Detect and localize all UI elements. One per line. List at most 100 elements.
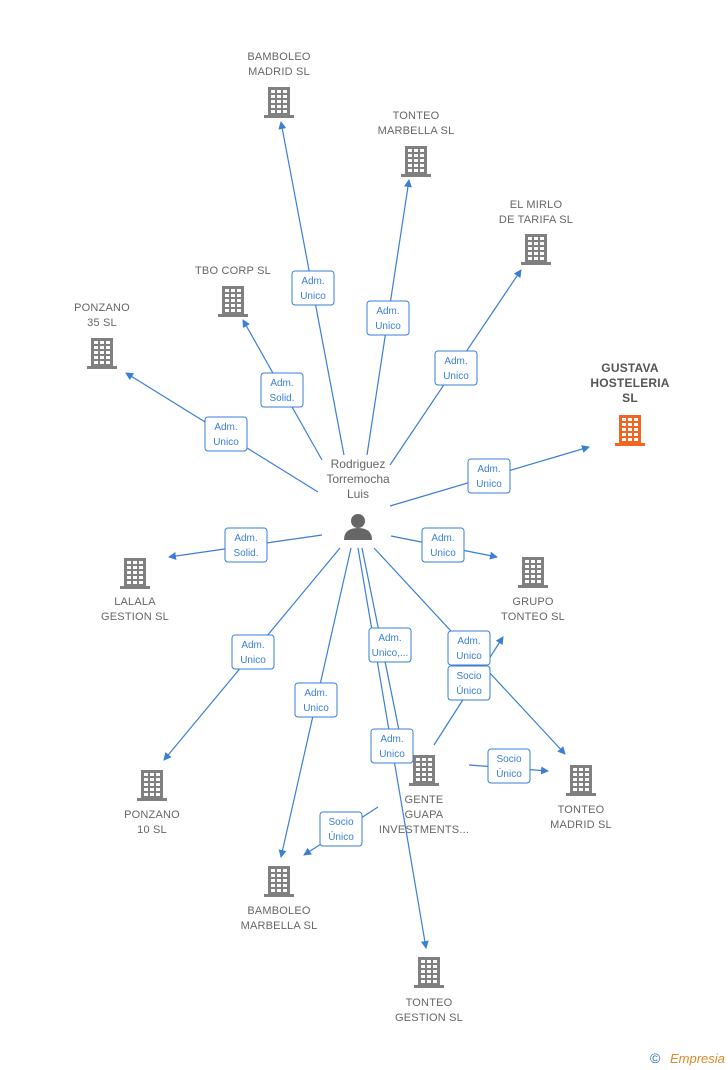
company-node-lalala[interactable]: LALALA GESTION SL <box>101 558 169 623</box>
building-icon[interactable] <box>264 87 294 118</box>
company-label: MADRID SL <box>550 819 612 831</box>
company-label: BAMBOLEO <box>247 905 311 917</box>
edge-label-box <box>447 665 491 701</box>
building-icon[interactable] <box>518 557 548 588</box>
company-node-tonteo-madrid[interactable]: TONTEO MADRID SL <box>550 765 612 831</box>
building-icon[interactable] <box>409 755 439 786</box>
company-label: 10 SL <box>137 824 167 836</box>
building-icon[interactable] <box>120 558 150 589</box>
edge-label-text: Adm. <box>376 306 399 317</box>
edge-label-text: Unico <box>375 321 401 332</box>
edge-label-text: Adm. <box>234 533 257 544</box>
edge-label-text: Único <box>456 684 482 697</box>
edge-label-box <box>291 270 335 306</box>
edge-label-text: Unico <box>456 651 482 662</box>
edge-label-text: Único <box>328 830 354 843</box>
edge-label-text: Adm. <box>214 422 237 433</box>
edge-label-box <box>370 728 414 764</box>
edge-label-text: Unico <box>430 548 456 559</box>
person-label: Luis <box>347 487 369 501</box>
edge-label-text: Adm. <box>301 276 324 287</box>
edge-label-tonteo-madrid[interactable]: Adm.Unico <box>447 630 491 666</box>
edge-label-box <box>467 458 511 494</box>
edge-label-grupo-tonteo[interactable]: Adm.Unico <box>421 527 465 563</box>
edge-label-box <box>366 300 410 336</box>
edge-label-text: Único <box>496 767 522 780</box>
company-label: SL <box>622 391 638 405</box>
edge-label-ponzano-10[interactable]: Adm.Unico <box>231 634 275 670</box>
edge-label-text: Unico <box>213 437 239 448</box>
edge-label-lalala[interactable]: Adm. Solid. <box>224 527 268 563</box>
company-node-ponzano-10[interactable]: PONZANO 10 SL <box>124 770 180 836</box>
copyright-symbol: © <box>650 1050 661 1066</box>
edge-label-text: Adm. <box>444 356 467 367</box>
company-label: GRUPO <box>512 596 554 608</box>
building-icon[interactable] <box>87 338 117 369</box>
company-label: TBO CORP SL <box>195 265 271 277</box>
edge-label-box <box>231 634 275 670</box>
company-label: DE TARIFA SL <box>499 214 573 226</box>
edge-label-text: Unico <box>240 655 266 666</box>
company-node-tonteo-gestion[interactable]: TONTEO GESTION SL <box>395 957 463 1024</box>
company-label: TONTEO <box>393 110 440 122</box>
building-icon[interactable] <box>137 770 167 801</box>
company-label: PONZANO <box>124 809 180 821</box>
edge-label-tbo-corp[interactable]: Adm.Solid. <box>260 372 304 408</box>
edge-label-box <box>319 811 363 847</box>
edge-label-el-mirlo[interactable]: Adm. Unico <box>434 350 478 386</box>
edge-label-box <box>294 682 338 718</box>
edge-label-box <box>434 350 478 386</box>
company-label: HOSTELERIA <box>590 376 669 390</box>
company-label: TONTEO <box>406 997 453 1009</box>
edge-label-text: Unico <box>443 371 469 382</box>
building-icon[interactable] <box>218 286 248 317</box>
edge-label-text: Unico <box>476 479 502 490</box>
company-label: 35 SL <box>87 317 117 329</box>
edge-label-text: Adm. <box>304 688 327 699</box>
company-label: GESTION SL <box>395 1012 463 1024</box>
company-label: TONTEO <box>558 804 605 816</box>
building-icon[interactable] <box>264 866 294 897</box>
edge-label-text: Unico <box>303 703 329 714</box>
edge-label-gente-guapa[interactable]: Adm.Unico,... <box>368 627 412 663</box>
edge-label-box <box>224 527 268 563</box>
footer: © Empresia <box>650 1050 725 1066</box>
edge-label-ponzano-35[interactable]: Adm. Unico <box>204 416 248 452</box>
edge-label-text: Solid. <box>233 548 258 559</box>
company-label: GESTION SL <box>101 611 169 623</box>
company-label: GUSTAVA <box>601 361 659 375</box>
edge-label-gustava[interactable]: Adm.Unico <box>467 458 511 494</box>
edge-label-bamboleo-madrid[interactable]: Adm. Unico <box>291 270 335 306</box>
person-label: Torremocha <box>326 472 390 486</box>
edge-label-box <box>447 630 491 666</box>
building-icon[interactable] <box>401 146 431 177</box>
building-icon[interactable] <box>566 765 596 796</box>
company-node-gente-guapa[interactable]: GENTEGUAPAINVESTMENTS... <box>379 755 469 836</box>
company-node-tbo-corp[interactable]: TBO CORP SL <box>195 265 271 317</box>
edge-label-tonteo-marbella[interactable]: Adm. Unico <box>366 300 410 336</box>
building-icon[interactable] <box>414 957 444 988</box>
edge-label-bamboleo-marbella[interactable]: Adm. Unico <box>294 682 338 718</box>
edge-label-text: Unico <box>379 749 405 760</box>
edge-label-text: Socio <box>456 671 481 682</box>
brand-logo[interactable]: Empresia <box>670 1051 725 1066</box>
edge-label-tonteo-gestion[interactable]: Adm.Unico <box>370 728 414 764</box>
edge-label-text: Socio <box>496 754 521 765</box>
company-label: INVESTMENTS... <box>379 824 469 836</box>
building-icon[interactable] <box>615 415 645 446</box>
edge-label-text: Unico <box>300 291 326 302</box>
company-label: LALALA <box>114 596 156 608</box>
building-icon[interactable] <box>521 234 551 265</box>
